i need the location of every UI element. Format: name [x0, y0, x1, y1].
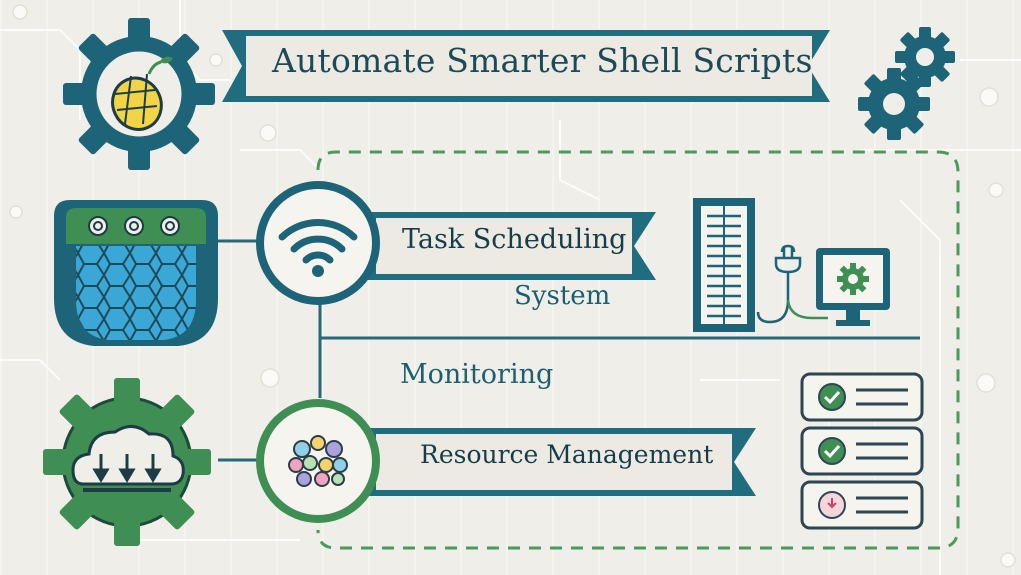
monitor-gear-icon	[756, 244, 890, 326]
resource-management-label: Resource Management	[420, 440, 714, 469]
task-scheduling-banner-inner	[376, 218, 632, 274]
checklist-row	[800, 372, 924, 422]
system-label: System	[514, 281, 611, 311]
background-dots	[9, 4, 1016, 568]
gear-hop-icon	[63, 18, 215, 170]
server-hexagon-icon	[54, 200, 218, 346]
checklist-row	[800, 426, 924, 476]
blob-network-icon	[256, 399, 380, 523]
server-rack-icon	[693, 198, 755, 332]
title-banner	[222, 30, 830, 102]
gears-icon	[858, 27, 955, 140]
task-scheduling-label: Task Scheduling	[402, 224, 627, 255]
resource-management-banner-inner	[376, 434, 732, 490]
dashed-outline	[316, 150, 960, 550]
checklist-row	[800, 480, 924, 530]
checklist-icon	[800, 372, 924, 530]
wifi-icon	[256, 181, 380, 305]
page-title: Automate Smarter Shell Scripts	[272, 41, 813, 80]
gear-cloud-icon	[43, 378, 211, 546]
monitoring-label: Monitoring	[400, 359, 554, 390]
